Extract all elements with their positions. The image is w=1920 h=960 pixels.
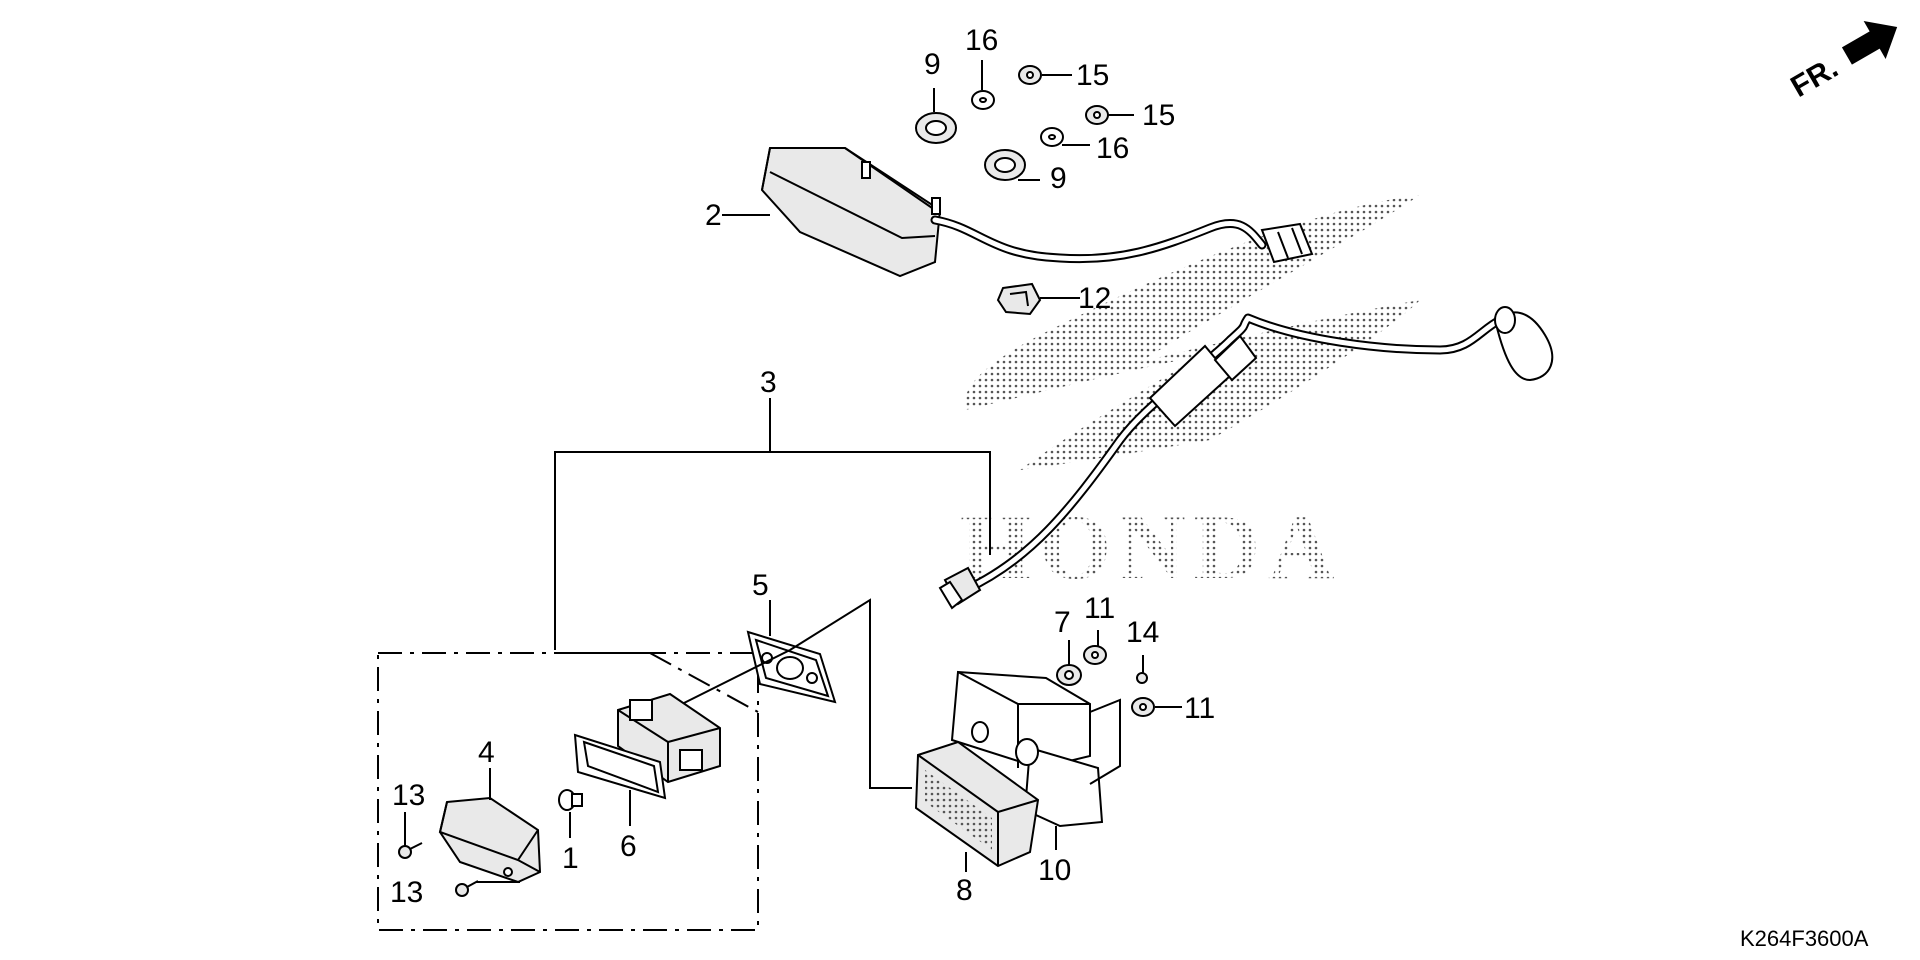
label-1: 1 [562, 842, 579, 875]
label-9-top: 9 [924, 48, 941, 81]
front-direction-indicator: FR. [1785, 20, 1898, 104]
part-6-gasket [573, 733, 667, 800]
part-14-screw [1136, 672, 1148, 684]
label-6: 6 [620, 830, 637, 863]
label-16-bottom: 16 [1096, 132, 1129, 165]
label-15-bottom: 15 [1142, 99, 1175, 132]
part-13-screw-b [455, 880, 479, 897]
label-15-top: 15 [1076, 59, 1109, 92]
label-11-right: 11 [1184, 692, 1215, 725]
label-14: 14 [1126, 616, 1159, 649]
part-13-screw-a [398, 842, 423, 859]
part-4-lens [438, 796, 542, 884]
honda-wing-logo [964, 195, 1420, 470]
label-11-top: 11 [1084, 592, 1115, 625]
part-labels: 2 9 9 16 16 15 15 12 3 5 4 13 13 1 6 7 1… [390, 24, 1215, 909]
diagram-code: K264F3600A [1740, 926, 1869, 951]
label-7: 7 [1054, 606, 1071, 639]
part-11-nut-a [1083, 645, 1107, 665]
front-arrow-icon [1841, 20, 1898, 65]
label-4: 4 [478, 736, 495, 769]
part-3-leader [554, 398, 991, 650]
honda-watermark-text: HONDA [960, 496, 1342, 598]
part-16-washer-a [971, 90, 995, 110]
part-9-grommet-b [984, 149, 1026, 181]
part-15-nut-b [1085, 105, 1109, 125]
part-2-tail-light [760, 147, 1314, 278]
leader-lines [404, 60, 1182, 883]
label-8: 8 [956, 874, 973, 907]
part-11-nut-b [1131, 697, 1155, 717]
label-13-top: 13 [392, 779, 425, 812]
part-3-harness [938, 306, 1554, 610]
label-16-top: 16 [965, 24, 998, 57]
part-16-washer-b [1040, 127, 1064, 147]
label-10: 10 [1038, 854, 1071, 887]
front-label: FR. [1785, 51, 1843, 104]
part-8-reflector [914, 740, 1040, 868]
part-9-grommet-a [915, 112, 957, 144]
part-12-clip [996, 282, 1042, 316]
honda-watermark: HONDA [960, 195, 1420, 598]
label-13-bottom: 13 [390, 876, 423, 909]
part-1-bulb [558, 789, 583, 811]
part-5-gasket [746, 630, 837, 704]
label-12: 12 [1078, 282, 1111, 315]
label-2: 2 [705, 199, 722, 232]
label-5: 5 [752, 569, 769, 602]
part-7-bolt [1056, 664, 1082, 686]
label-3: 3 [760, 366, 777, 399]
part-15-nut-a [1018, 65, 1042, 85]
part-10-housing [950, 670, 1104, 828]
label-9-bottom: 9 [1050, 162, 1067, 195]
